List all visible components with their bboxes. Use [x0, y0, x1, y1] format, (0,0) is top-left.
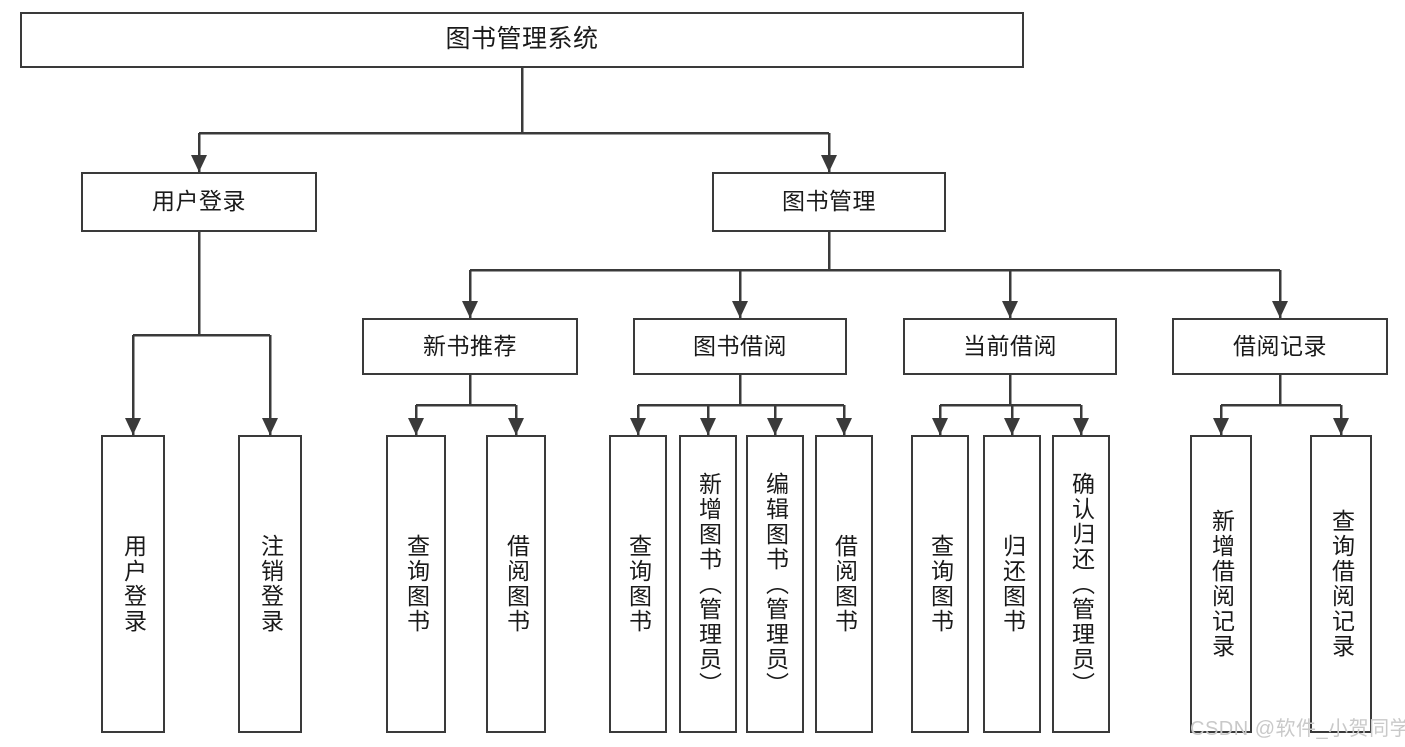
node-new_book_rec-label: 新书推荐	[423, 332, 517, 359]
node-leaf_add_book[interactable]: 新增图书（管理员）	[679, 435, 737, 733]
node-borrow_record[interactable]: 借阅记录	[1172, 318, 1388, 375]
arrowhead-icon-new_book_rec	[462, 301, 478, 318]
arrowhead-icon-book_borrow	[732, 301, 748, 318]
node-leaf_add_book-label: 新增图书（管理员）	[695, 471, 722, 697]
arrowhead-icon-leaf_query_book_1	[408, 418, 424, 435]
node-user_login-label: 用户登录	[152, 188, 246, 215]
node-leaf_query_record[interactable]: 查询借阅记录	[1310, 435, 1372, 733]
arrowhead-icon-leaf_user_login	[125, 418, 141, 435]
arrowhead-icon-leaf_confirm_return	[1073, 418, 1089, 435]
node-new_book_rec[interactable]: 新书推荐	[362, 318, 578, 375]
arrowhead-icon-user_login	[191, 155, 207, 172]
node-leaf_add_record[interactable]: 新增借阅记录	[1190, 435, 1252, 733]
arrowhead-icon-leaf_query_book_3	[932, 418, 948, 435]
node-leaf_confirm_return[interactable]: 确认归还（管理员）	[1052, 435, 1110, 733]
node-leaf_query_book_1[interactable]: 查询图书	[386, 435, 446, 733]
node-leaf_user_logout-label: 注销登录	[257, 534, 284, 634]
node-leaf_query_book_2[interactable]: 查询图书	[609, 435, 667, 733]
node-leaf_add_record-label: 新增借阅记录	[1208, 509, 1235, 659]
node-leaf_borrow_book_2[interactable]: 借阅图书	[815, 435, 873, 733]
arrowhead-icon-leaf_borrow_book_1	[508, 418, 524, 435]
node-leaf_user_logout[interactable]: 注销登录	[238, 435, 302, 733]
arrowhead-icon-leaf_borrow_book_2	[836, 418, 852, 435]
node-root-图书管理系统-label: 图书管理系统	[445, 25, 599, 54]
node-book_manage-label: 图书管理	[782, 188, 876, 215]
node-leaf_return_book-label: 归还图书	[999, 534, 1026, 634]
arrowhead-icon-leaf_edit_book	[767, 418, 783, 435]
node-leaf_query_book_3[interactable]: 查询图书	[911, 435, 969, 733]
node-leaf_query_book_1-label: 查询图书	[403, 534, 430, 634]
node-leaf_query_book_3-label: 查询图书	[927, 534, 954, 634]
node-current_borrow-label: 当前借阅	[963, 332, 1057, 359]
node-root-图书管理系统[interactable]: 图书管理系统	[20, 12, 1024, 68]
node-leaf_edit_book-label: 编辑图书（管理员）	[762, 471, 789, 697]
node-leaf_edit_book[interactable]: 编辑图书（管理员）	[746, 435, 804, 733]
node-leaf_query_book_2-label: 查询图书	[625, 534, 652, 634]
node-leaf_borrow_book_1-label: 借阅图书	[503, 534, 530, 634]
node-book_borrow[interactable]: 图书借阅	[633, 318, 847, 375]
node-leaf_confirm_return-label: 确认归还（管理员）	[1068, 471, 1095, 697]
node-leaf_borrow_book_2-label: 借阅图书	[831, 534, 858, 634]
node-leaf_user_login[interactable]: 用户登录	[101, 435, 165, 733]
node-leaf_return_book[interactable]: 归还图书	[983, 435, 1041, 733]
arrowhead-icon-leaf_return_book	[1004, 418, 1020, 435]
arrowhead-icon-leaf_query_book_2	[630, 418, 646, 435]
arrowhead-icon-leaf_add_book	[700, 418, 716, 435]
node-current_borrow[interactable]: 当前借阅	[903, 318, 1117, 375]
node-book_manage[interactable]: 图书管理	[712, 172, 946, 232]
node-book_borrow-label: 图书借阅	[693, 332, 787, 359]
arrowhead-icon-current_borrow	[1002, 301, 1018, 318]
arrowhead-icon-borrow_record	[1272, 301, 1288, 318]
node-borrow_record-label: 借阅记录	[1233, 332, 1327, 359]
arrowhead-icon-leaf_user_logout	[262, 418, 278, 435]
arrowhead-icon-leaf_add_record	[1213, 418, 1229, 435]
node-leaf_user_login-label: 用户登录	[120, 534, 147, 634]
node-leaf_query_record-label: 查询借阅记录	[1328, 509, 1355, 659]
arrowhead-icon-leaf_query_record	[1333, 418, 1349, 435]
node-leaf_borrow_book_1[interactable]: 借阅图书	[486, 435, 546, 733]
node-user_login[interactable]: 用户登录	[81, 172, 317, 232]
arrowhead-icon-book_manage	[821, 155, 837, 172]
